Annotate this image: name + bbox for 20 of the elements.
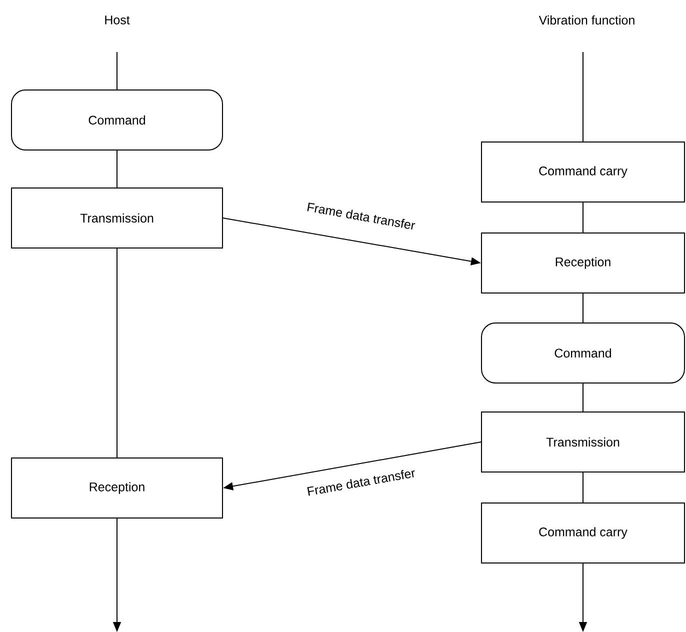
connector-line (582, 293, 584, 323)
process-box: Reception (481, 232, 685, 294)
connector-line (582, 383, 584, 412)
column-heading: Vibration function (538, 15, 634, 25)
process-box: Reception (11, 458, 223, 518)
edge-label: Frame data transfer (305, 466, 418, 498)
connector-line (582, 202, 584, 233)
connector-line (582, 472, 584, 503)
terminal-box: Command (11, 90, 223, 150)
process-box: Transmission (481, 412, 685, 472)
process-box: Transmission (11, 188, 223, 248)
connector-line (582, 52, 584, 142)
column-heading: Host (105, 16, 130, 24)
connector-line (116, 52, 118, 90)
edge-label: Frame data transfer (305, 200, 418, 232)
terminal-box: Command (481, 322, 685, 384)
process-box: Command carry (481, 142, 685, 202)
connector-line (116, 150, 118, 188)
connector-line (116, 248, 118, 458)
process-box: Command carry (481, 502, 685, 564)
